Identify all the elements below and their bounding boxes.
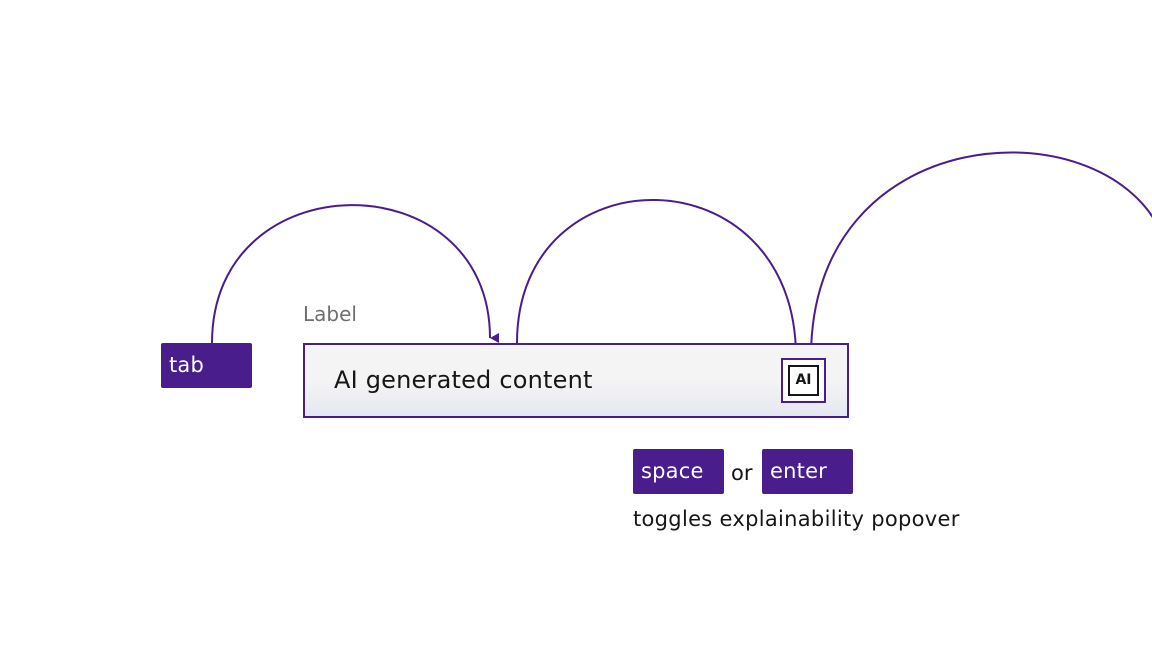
space-key-label: space xyxy=(641,459,704,483)
arrow-field-to-ai-button xyxy=(516,199,806,362)
enter-key-label: enter xyxy=(770,459,828,483)
tab-key: tab xyxy=(161,343,252,388)
tab-key-label: tab xyxy=(169,353,205,377)
field-label: Label xyxy=(303,302,357,326)
ai-explainability-button[interactable]: AI xyxy=(781,358,826,403)
arrow-ai-button-to-next xyxy=(810,151,1152,358)
ai-icon: AI xyxy=(788,365,819,396)
field-value: AI generated content xyxy=(334,366,593,394)
enter-key: enter xyxy=(762,449,853,494)
action-caption: toggles explainability popover xyxy=(633,507,960,531)
or-connector: or xyxy=(731,461,753,485)
ai-text-field[interactable]: AI generated content AI xyxy=(303,343,849,418)
space-key: space xyxy=(633,449,724,494)
arrow-tab-to-field xyxy=(211,204,500,344)
